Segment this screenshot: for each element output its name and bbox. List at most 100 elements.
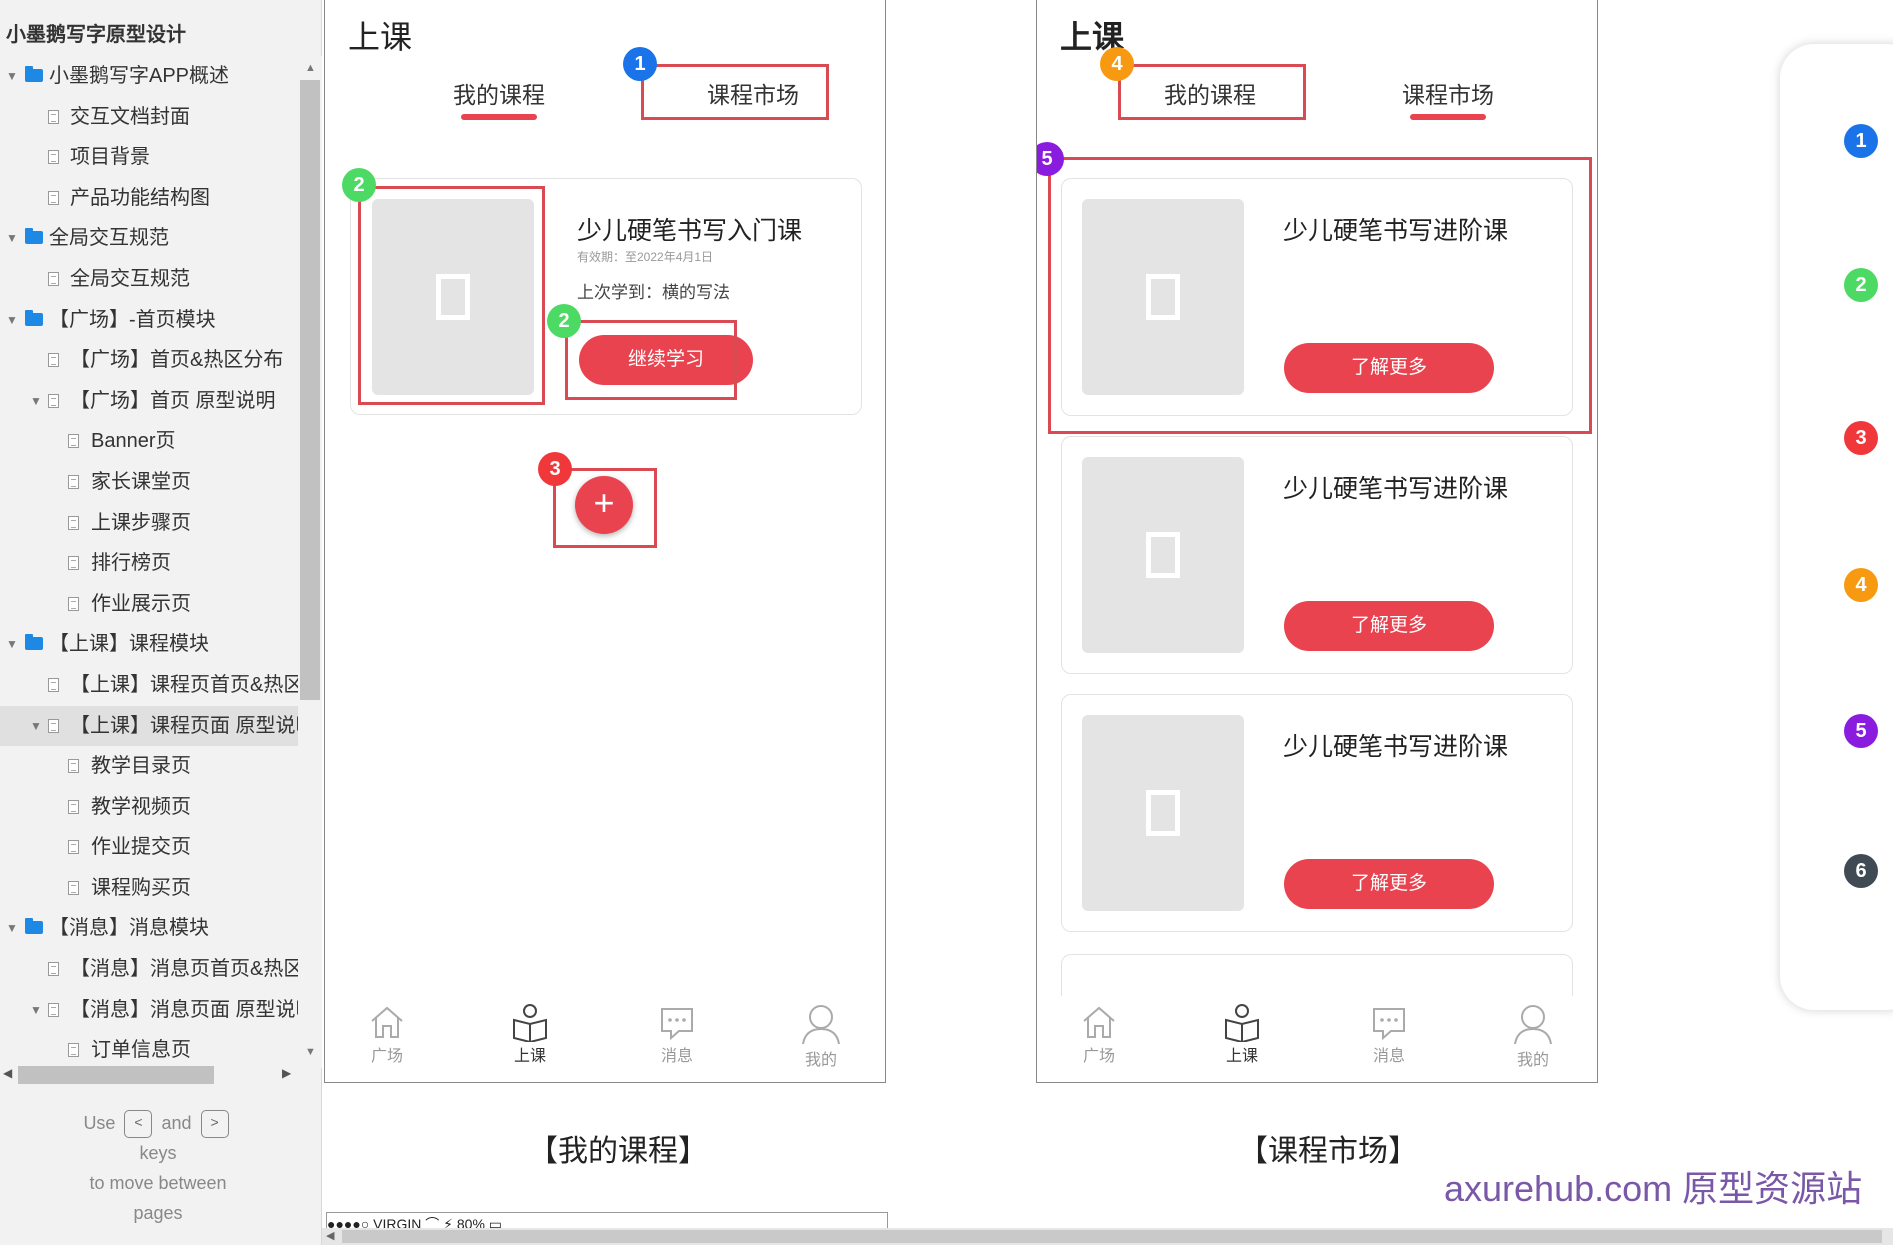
scroll-up-icon[interactable]: ▲ — [305, 62, 316, 74]
hint-and: and — [161, 1113, 192, 1133]
sitemap-item-label: 订单信息页 — [91, 1039, 191, 1062]
tabbar-item-book[interactable]: 上课 — [1197, 996, 1287, 1066]
annotation-box-my-tab — [1118, 64, 1306, 120]
tabbar-label: 我的 — [1516, 1052, 1549, 1069]
canvas-horizontal-scrollbar[interactable]: ◀ — [322, 1228, 1893, 1245]
sitemap-page[interactable]: 作业展示页 — [0, 584, 298, 625]
sitemap-folder[interactable]: ▼小墨鹅写字APP概述 — [0, 56, 298, 97]
sitemap-item-label: 作业展示页 — [91, 592, 191, 615]
folder-icon — [25, 66, 43, 82]
sitemap-page[interactable]: 全局交互规范 — [0, 259, 298, 300]
sitemap-page[interactable]: 排行榜页 — [0, 543, 298, 584]
tabbar-item-message[interactable]: 消息 — [1344, 996, 1434, 1066]
tabbar-item-book[interactable]: 上课 — [485, 996, 575, 1066]
sitemap-folder[interactable]: ▼【消息】消息模块 — [0, 908, 298, 949]
phone-course-market: 上课 我的课程 课程市场 4 少儿硬笔书写进阶课了解更多少儿硬笔书写进阶课了解更… — [1036, 0, 1598, 1083]
sidebar-horizontal-scrollbar[interactable]: ◀ ▶ — [0, 1064, 300, 1086]
sitemap-item-label: 【广场】首页&热区分布 — [70, 349, 284, 372]
phone-my-courses: 上课 课程市场 我的课程 1 少儿硬笔书写入门课 有效期：至2022年4月1日 … — [324, 0, 886, 1083]
learn-more-button[interactable]: 了解更多 — [1284, 601, 1494, 651]
sitemap-page[interactable]: 【上课】课程页首页&热区 — [0, 665, 298, 706]
project-title: 小墨鹅写字原型设计 — [6, 24, 186, 46]
folder-icon — [25, 634, 43, 651]
sitemap-page[interactable]: ▼【广场】首页 原型说明 — [0, 381, 298, 422]
tabbar-label: 消息 — [1372, 1048, 1405, 1065]
active-tab-indicator — [1410, 114, 1486, 120]
sitemap-page[interactable]: 交互文档封面 — [0, 97, 298, 138]
my-course-card[interactable]: 少儿硬笔书写入门课 有效期：至2022年4月1日 上次学到：横的写法 继续学习 — [350, 178, 862, 415]
sitemap-page[interactable]: 订单信息页 — [0, 1030, 298, 1066]
expand-toggle-icon[interactable]: ▼ — [30, 718, 42, 733]
tab-course-market[interactable]: 课程市场 — [1402, 82, 1494, 108]
sitemap-page[interactable]: 家长课堂页 — [0, 462, 298, 503]
sitemap-page[interactable]: 项目背景 — [0, 137, 298, 178]
sitemap-item-label: 交互文档封面 — [70, 105, 190, 128]
page-icon — [48, 962, 59, 977]
scrollbar-thumb[interactable] — [342, 1230, 1882, 1243]
sitemap-page[interactable]: 【广场】首页&热区分布 — [0, 340, 298, 381]
sitemap-item-label: 家长课堂页 — [91, 470, 191, 493]
scrollbar-thumb[interactable] — [18, 1066, 214, 1084]
sitemap-page[interactable]: 【消息】消息页首页&热区 — [0, 949, 298, 990]
scroll-left-icon[interactable]: ◀ — [326, 1230, 335, 1242]
page-icon — [48, 718, 59, 733]
legend-badge-4: 4 — [1844, 568, 1878, 602]
sitemap-page[interactable]: ▼【上课】课程页面 原型说明 — [0, 705, 298, 747]
learn-more-button[interactable]: 了解更多 — [1284, 343, 1494, 393]
course-card[interactable]: 少儿硬笔书写进阶课了解更多 — [1061, 436, 1573, 674]
expand-toggle-icon[interactable]: ▼ — [6, 921, 18, 936]
user-icon — [1488, 1002, 1578, 1046]
annotation-badge-4: 4 — [1100, 47, 1134, 81]
sitemap-page[interactable]: 作业提交页 — [0, 827, 298, 868]
course-card[interactable]: 少儿硬笔书写进阶课了解更多 — [1061, 178, 1573, 416]
sitemap-page[interactable]: 产品功能结构图 — [0, 178, 298, 219]
sitemap-page[interactable]: Banner页 — [0, 421, 298, 462]
continue-learning-button[interactable]: 继续学习 — [579, 335, 753, 385]
sitemap-item-label: 【上课】课程页首页&热区 — [70, 673, 298, 696]
add-course-button[interactable]: + — [575, 476, 633, 534]
message-icon — [632, 1002, 722, 1042]
sitemap-page[interactable]: 上课步骤页 — [0, 503, 298, 544]
sitemap-page[interactable]: ▼【消息】消息页面 原型说明 — [0, 990, 298, 1031]
hint-keys: keys — [139, 1143, 177, 1164]
expand-toggle-icon[interactable]: ▼ — [6, 69, 18, 83]
sitemap-item-label: 全局交互规范 — [70, 267, 190, 290]
tabbar-item-message[interactable]: 消息 — [632, 996, 722, 1066]
course-title: 少儿硬笔书写进阶课 — [1283, 217, 1509, 245]
tabbar-item-home[interactable]: 广场 — [342, 996, 432, 1066]
sitemap-item-label: Banner页 — [91, 430, 176, 453]
sitemap-folder[interactable]: ▼【上课】课程模块 — [0, 624, 298, 665]
course-card[interactable]: 少儿硬笔书写进阶课了解更多 — [1061, 694, 1573, 932]
sitemap-page[interactable]: 课程购买页 — [0, 868, 298, 909]
tabbar-item-user[interactable]: 我的 — [1488, 996, 1578, 1070]
course-thumbnail — [372, 199, 534, 395]
expand-toggle-icon[interactable]: ▼ — [30, 393, 42, 408]
expand-toggle-icon[interactable]: ▼ — [30, 1002, 42, 1017]
tab-course-market[interactable]: 课程市场 — [707, 82, 799, 108]
expand-toggle-icon[interactable]: ▼ — [6, 637, 18, 652]
scrollbar-thumb[interactable] — [300, 80, 320, 700]
annotation-badge-2b: 2 — [547, 304, 581, 338]
scroll-right-icon[interactable]: ▶ — [282, 1066, 292, 1080]
expand-toggle-icon[interactable]: ▼ — [6, 312, 18, 327]
tabbar-item-user[interactable]: 我的 — [776, 996, 866, 1070]
sitemap-page[interactable]: 教学视频页 — [0, 787, 298, 828]
annotation-box-thumbnail — [358, 186, 545, 405]
sitemap-item-label: 排行榜页 — [91, 552, 171, 575]
sitemap-folder[interactable]: ▼【广场】-首页模块 — [0, 300, 298, 341]
tab-my-courses[interactable]: 我的课程 — [453, 82, 545, 108]
sitemap-page[interactable]: 教学目录页 — [0, 746, 298, 787]
scroll-down-icon[interactable]: ▼ — [305, 1046, 316, 1058]
sidebar-vertical-scrollbar[interactable]: ▲ ▼ — [300, 56, 322, 1068]
learn-more-button[interactable]: 了解更多 — [1284, 859, 1494, 909]
legend-badge-5: 5 — [1844, 714, 1878, 748]
folder-icon — [25, 309, 43, 326]
sitemap-folder[interactable]: ▼全局交互规范 — [0, 218, 298, 259]
scroll-left-icon[interactable]: ◀ — [3, 1066, 13, 1080]
folder-icon — [25, 228, 43, 245]
hint-use: Use — [83, 1113, 116, 1133]
tab-my-courses[interactable]: 我的课程 — [1164, 82, 1256, 108]
expand-toggle-icon[interactable]: ▼ — [6, 231, 18, 246]
tabbar-item-home[interactable]: 广场 — [1054, 996, 1144, 1066]
active-tab-indicator — [461, 114, 537, 120]
